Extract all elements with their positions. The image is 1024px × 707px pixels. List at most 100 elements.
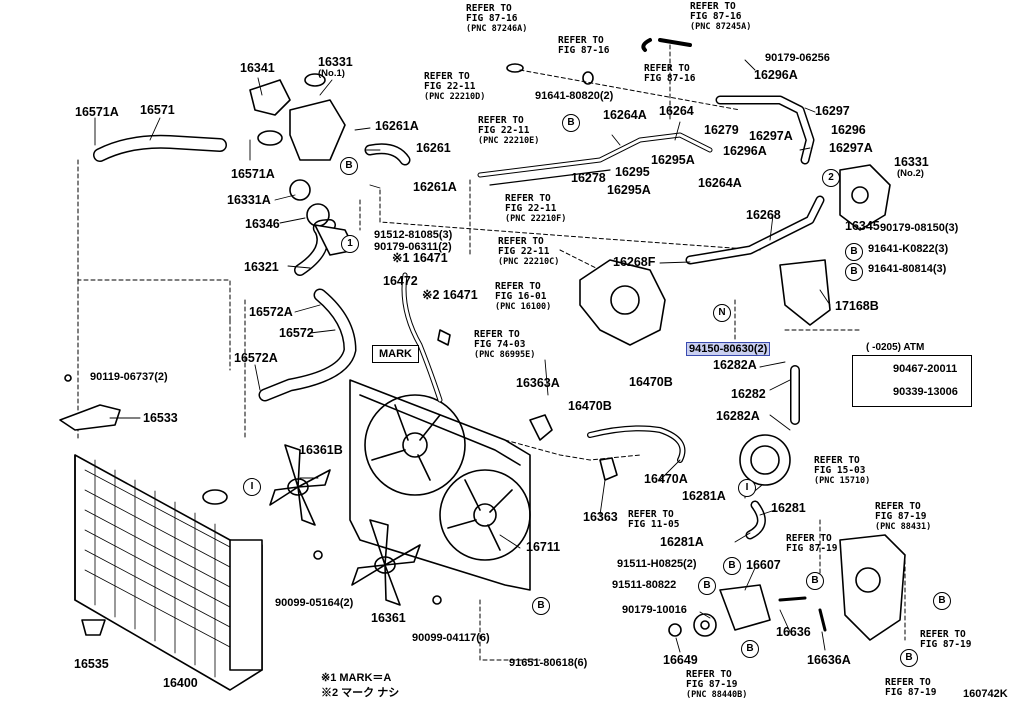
- label-16278[interactable]: 16278: [571, 171, 606, 185]
- label-16346[interactable]: 16346: [245, 217, 280, 231]
- label-16470B-right[interactable]: 16470B: [629, 375, 673, 389]
- label-16363[interactable]: 16363: [583, 510, 618, 524]
- label-16281A-bottom[interactable]: 16281A: [660, 535, 704, 549]
- label-16295[interactable]: 16295: [615, 165, 650, 179]
- highlighted-part[interactable]: 94150-80630(2): [686, 342, 771, 356]
- label-91512-81085[interactable]: 91512-81085(3): [374, 229, 453, 241]
- label-16321[interactable]: 16321: [244, 260, 279, 274]
- label-16296A-top[interactable]: 16296A: [754, 68, 798, 82]
- label-16636[interactable]: 16636: [776, 625, 811, 639]
- label-16341[interactable]: 16341: [240, 61, 275, 75]
- label-16331-no1[interactable]: 16331: [318, 55, 353, 69]
- label-16533[interactable]: 16533: [143, 411, 178, 425]
- label-90119-06737[interactable]: 90119-06737(2): [90, 371, 168, 383]
- mark-box: MARK: [372, 345, 419, 363]
- label-91641-80814[interactable]: 91641-80814(3): [868, 263, 947, 275]
- label-16361B[interactable]: 16361B: [299, 443, 343, 457]
- label-91651-80618[interactable]: 91651-80618(6): [509, 657, 588, 669]
- label-90099-05164[interactable]: 90099-05164(2): [275, 597, 354, 609]
- label-91641-80820[interactable]: 91641-80820(2): [535, 90, 614, 102]
- diagram-id: 160742K: [963, 688, 1008, 700]
- label-16297A-right[interactable]: 16297A: [829, 141, 873, 155]
- label-16572[interactable]: 16572: [279, 326, 314, 340]
- label-16363A[interactable]: 16363A: [516, 376, 560, 390]
- label-16711[interactable]: 16711: [526, 540, 561, 554]
- label-16268[interactable]: 16268: [746, 208, 781, 222]
- label-16279[interactable]: 16279: [704, 123, 739, 137]
- label-16282A-top[interactable]: 16282A: [713, 358, 757, 372]
- label-16264A-top[interactable]: 16264A: [603, 108, 647, 122]
- label-16331A[interactable]: 16331A: [227, 193, 271, 207]
- water-housing-right: [579, 164, 891, 346]
- label-16472[interactable]: 16472: [383, 274, 418, 288]
- label-16571A-bottom[interactable]: 16571A: [231, 167, 275, 181]
- label-91511-H0825[interactable]: 91511-H0825(2): [617, 558, 697, 570]
- label-91641-K0822[interactable]: 91641-K0822(3): [868, 243, 949, 255]
- label-90179-06256[interactable]: 90179-06256: [765, 52, 830, 64]
- label-16607[interactable]: 16607: [746, 558, 781, 572]
- label-16400[interactable]: 16400: [163, 676, 198, 690]
- label-16261A-top[interactable]: 16261A: [375, 119, 419, 133]
- label-16264A-bottom[interactable]: 16264A: [698, 176, 742, 190]
- label-16261[interactable]: 16261: [416, 141, 451, 155]
- label-16296A-bottom[interactable]: 16296A: [723, 144, 767, 158]
- label-16261A-bottom[interactable]: 16261A: [413, 180, 457, 194]
- fan-blades: [269, 444, 421, 606]
- label-16281[interactable]: 16281: [771, 501, 806, 515]
- marker-b: B: [562, 114, 580, 132]
- label-16471-mark1[interactable]: ※1 16471: [392, 251, 448, 265]
- label-16571A-top[interactable]: 16571A: [75, 105, 119, 119]
- label-16361[interactable]: 16361: [371, 611, 406, 625]
- label-94150-80630[interactable]: 94150-80630(2): [686, 342, 771, 356]
- label-17168B[interactable]: 17168B: [835, 299, 879, 313]
- label-16331-no2[interactable]: 16331: [894, 155, 929, 169]
- label-16636A[interactable]: 16636A: [807, 653, 851, 667]
- label-16649[interactable]: 16649: [663, 653, 698, 667]
- label-16281A-top[interactable]: 16281A: [682, 489, 726, 503]
- label-16282[interactable]: 16282: [731, 387, 766, 401]
- label-90339-13006[interactable]: 90339-13006: [893, 386, 958, 398]
- label-16572A-top[interactable]: 16572A: [249, 305, 293, 319]
- label-90467-20011[interactable]: 90467-20011: [893, 363, 958, 375]
- label-90179-06311[interactable]: 90179-06311(2): [374, 241, 452, 253]
- label-90179-08150[interactable]: 90179-08150(3): [880, 222, 959, 234]
- label-16282A-bottom[interactable]: 16282A: [716, 409, 760, 423]
- label-90099-04117[interactable]: 90099-04117(6): [412, 632, 490, 644]
- label-16295A-upper[interactable]: 16295A: [651, 153, 695, 167]
- label-16572A-bottom[interactable]: 16572A: [234, 351, 278, 365]
- note-mark-a: ※1 MARK＝A: [321, 672, 392, 684]
- label-16295A-lower[interactable]: 16295A: [607, 183, 651, 197]
- fan-shroud-16711: [349, 379, 531, 591]
- label-16535[interactable]: 16535: [74, 657, 109, 671]
- label-16470A[interactable]: 16470A: [644, 472, 688, 486]
- label-16297A-left[interactable]: 16297A: [749, 129, 793, 143]
- label-16264[interactable]: 16264: [659, 104, 694, 118]
- label-16296[interactable]: 16296: [831, 123, 866, 137]
- label-16471-mark2[interactable]: ※2 16471: [422, 288, 478, 302]
- label-90179-10016[interactable]: 90179-10016: [622, 604, 687, 616]
- label-16345[interactable]: 16345: [845, 219, 880, 233]
- label-16268F[interactable]: 16268F: [613, 255, 656, 269]
- label-16470B-left[interactable]: 16470B: [568, 399, 612, 413]
- label-91511-80822[interactable]: 91511-80822: [612, 579, 677, 591]
- label-16571[interactable]: 16571: [140, 103, 175, 117]
- label-16297[interactable]: 16297: [815, 104, 850, 118]
